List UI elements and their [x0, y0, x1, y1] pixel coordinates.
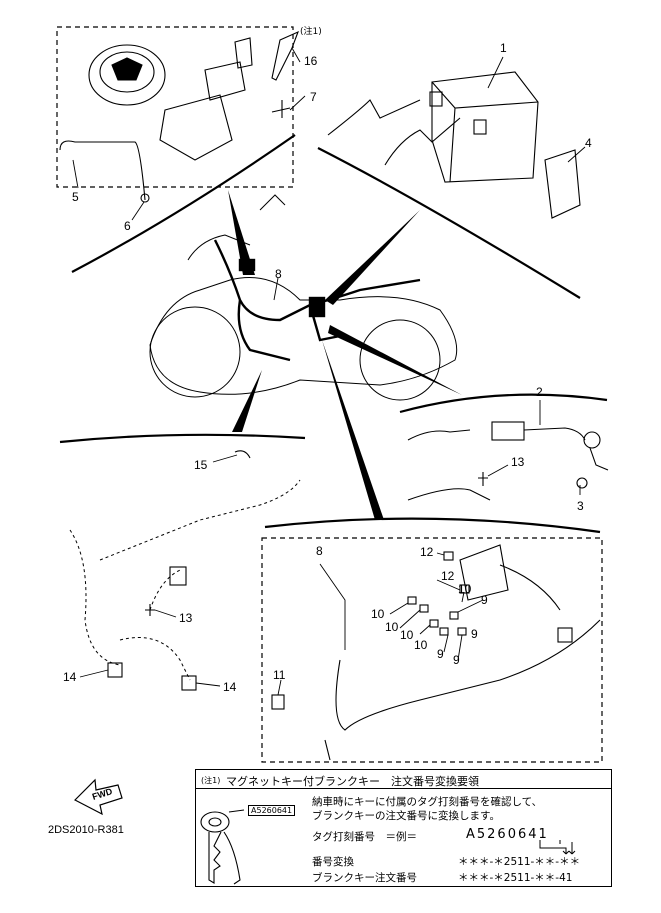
callout-12a: 12: [420, 545, 434, 559]
callout-15: 15: [194, 458, 208, 472]
wire-harness-frame: [261, 537, 603, 763]
note-header: (注1) マグネットキー付ブランクキー 注文番号変換要領: [196, 770, 611, 789]
note-line-1: 納車時にキーに付属のタグ打刻番号を確認して、: [312, 796, 543, 808]
arc-top-right: [317, 147, 581, 299]
callout-9b: 9: [471, 627, 478, 641]
callout-6: 6: [124, 219, 131, 233]
callout-4: 4: [585, 136, 592, 150]
convert-arrows: [539, 840, 576, 855]
callout-10a: 10: [458, 582, 472, 596]
main-harness-sketch: [213, 239, 421, 362]
callout-2: 2: [536, 385, 543, 399]
callout-9a: 9: [481, 593, 488, 607]
fwd-arrow-icon: [73, 778, 123, 816]
callout-13a: 13: [511, 455, 525, 469]
convert-value: ＊＊＊-＊2511-＊＊-＊＊: [458, 856, 581, 868]
callout-5: 5: [72, 190, 79, 204]
arc-top: [71, 134, 296, 273]
note-line-2: ブランクキーの注文番号に変換します。: [312, 810, 500, 822]
blank-key-value: ＊＊＊-＊2511-＊＊-41: [458, 872, 573, 884]
callout-16: 16: [304, 54, 318, 68]
callout-3: 3: [577, 499, 584, 513]
note-title: マグネットキー付ブランクキー 注文番号変換要領: [226, 775, 479, 788]
key-tag-label: A5260641: [248, 805, 296, 816]
callout-1: 1: [500, 41, 507, 55]
ignition-parts: [59, 30, 299, 203]
blank-key-label: ブランクキー注文番号: [312, 872, 417, 884]
callout-8a: 8: [275, 267, 282, 281]
sidestand-switch: [407, 421, 609, 501]
wedge-top-right: [325, 210, 420, 305]
arc-left: [59, 433, 306, 444]
callout-14a: 14: [63, 670, 77, 684]
callout-note1: (注1): [300, 27, 322, 37]
tag-number-label: タグ打刻番号 ＝例＝: [312, 831, 417, 843]
callout-12b: 12: [441, 569, 455, 583]
frame-harness-sketch: [69, 479, 301, 681]
callout-8b: 8: [316, 544, 323, 558]
blank-key-note-box: (注1) マグネットキー付ブランクキー 注文番号変換要領 A5260641 納車…: [195, 769, 612, 887]
wedge-left: [232, 370, 262, 432]
scooter-outline: [149, 194, 458, 401]
note-mark: (注1): [201, 776, 221, 785]
callout-7: 7: [310, 90, 317, 104]
key-illustration: [200, 809, 245, 885]
wedge-top: [228, 190, 255, 275]
convert-label: 番号変換: [312, 856, 354, 868]
arc-bottom: [264, 517, 601, 534]
wedge-bottom: [322, 340, 384, 520]
wedge-right: [328, 325, 462, 395]
callout-10e: 10: [414, 638, 428, 652]
harness-detail-parts: [271, 544, 601, 761]
callout-10c: 10: [385, 620, 399, 634]
tag-number-example: A5260641: [466, 827, 549, 842]
callout-11: 11: [273, 668, 286, 682]
leader-lines: [72, 47, 586, 696]
callout-13b: 13: [179, 611, 193, 625]
diagram-code: 2DS2010-R381: [48, 824, 124, 836]
arc-right: [399, 393, 608, 414]
callout-14b: 14: [223, 680, 237, 694]
callout-10d: 10: [400, 628, 414, 642]
battery-parts: [327, 71, 581, 219]
callout-10b: 10: [371, 607, 385, 621]
callout-9c: 9: [437, 647, 444, 661]
callout-9d: 9: [453, 653, 460, 667]
